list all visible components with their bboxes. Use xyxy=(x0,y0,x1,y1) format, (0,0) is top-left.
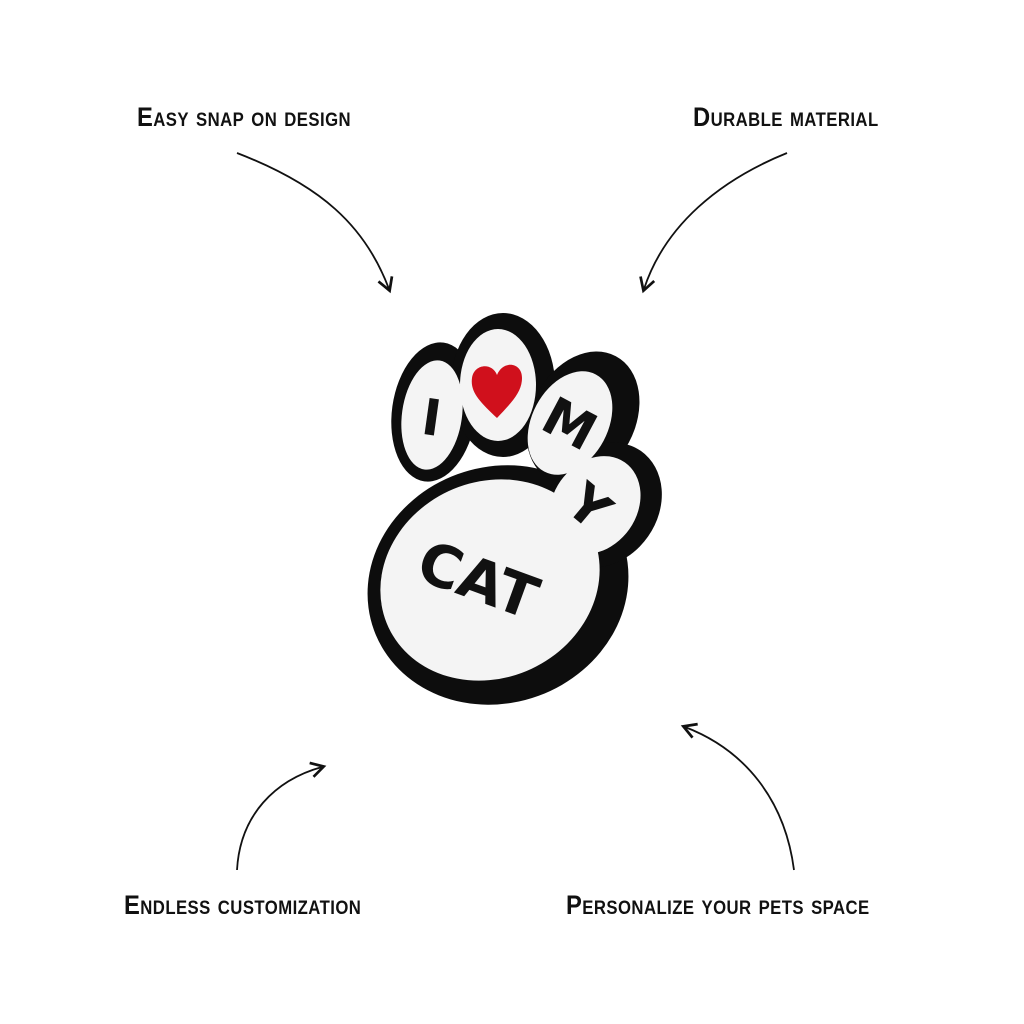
arrow-bottom-right xyxy=(680,722,795,871)
toe-y xyxy=(549,456,641,554)
feature-label-durable: Durable material xyxy=(693,102,879,132)
heart-icon xyxy=(471,364,522,418)
feature-label-easy-snap: Easy snap on design xyxy=(137,102,352,132)
arrow-top-right xyxy=(639,152,788,294)
toe-i xyxy=(401,360,463,470)
arrow-bottom-left xyxy=(236,761,327,871)
toe-m xyxy=(527,371,613,475)
main-pad xyxy=(380,479,600,681)
feature-label-personalize: Personalize your pets space xyxy=(566,890,870,920)
feature-label-customization: Endless customization xyxy=(124,890,362,920)
arrow-top-left xyxy=(236,152,394,294)
paw-magnet: I M Y CAT xyxy=(367,313,662,705)
